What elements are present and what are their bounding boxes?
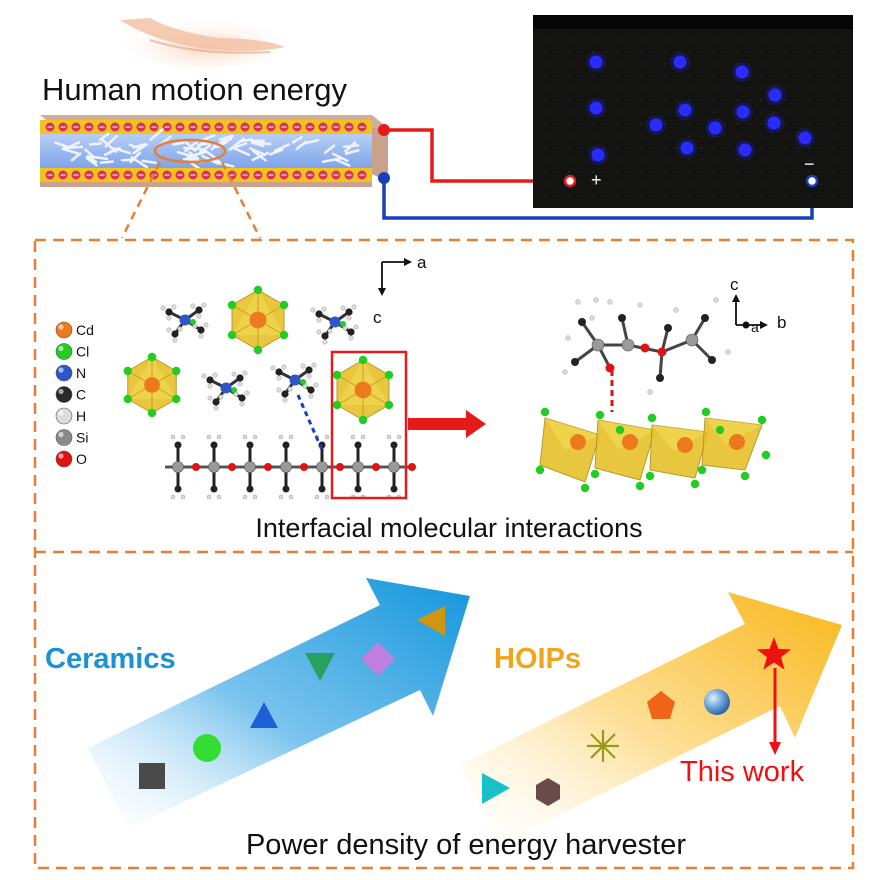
circle-marker xyxy=(193,734,221,762)
axis-right-c-label: c xyxy=(730,275,739,294)
led-light xyxy=(678,103,692,117)
sphere-marker xyxy=(704,689,730,715)
legend-label-o: O xyxy=(76,451,87,467)
device-title: Human motion energy xyxy=(42,72,347,107)
right-crystal-structure xyxy=(535,297,771,493)
hoips-arrow xyxy=(460,592,842,845)
legend-label-c: C xyxy=(76,387,86,403)
led-light xyxy=(649,118,663,132)
legend-label-n: N xyxy=(76,365,86,381)
zoom-region-marker xyxy=(153,138,227,164)
bottom-electrode-dipoles xyxy=(45,170,367,180)
pentagon-marker xyxy=(647,691,675,719)
legend-atom-cl xyxy=(55,343,73,360)
this-work-label: This work xyxy=(680,756,805,788)
ceramics-markers xyxy=(139,606,445,789)
led-light xyxy=(589,101,603,115)
tma-cation xyxy=(329,316,341,328)
square-marker xyxy=(139,763,165,789)
negative-terminal-label: − xyxy=(804,154,815,174)
hoips-label: HOIPs xyxy=(494,643,581,675)
zoom-arrow xyxy=(408,410,486,438)
legend-atom-n xyxy=(55,364,73,382)
led-light xyxy=(708,121,722,135)
hydrogen-bond xyxy=(296,394,324,451)
led-light xyxy=(735,65,749,79)
led-light xyxy=(738,143,752,157)
tma-cation xyxy=(289,374,301,386)
led-light xyxy=(591,148,605,162)
legend-atom-si xyxy=(55,429,73,446)
led-light xyxy=(736,105,750,119)
top-electrode-dipoles xyxy=(45,122,367,132)
legend-label-h: H xyxy=(76,408,86,424)
led-array-photo xyxy=(533,15,853,208)
nanowire-fillers xyxy=(54,128,360,172)
legend-label-cd: Cd xyxy=(76,322,94,338)
led-light xyxy=(589,55,603,69)
led-light xyxy=(798,131,812,145)
legend-label-cl: Cl xyxy=(76,344,89,360)
led-light xyxy=(768,88,782,102)
zoom-frame xyxy=(33,238,855,870)
ceramics-arrow xyxy=(88,578,470,828)
axis-indicator-left xyxy=(378,258,412,296)
interaction-highlight-box xyxy=(330,350,408,500)
triangle-marker xyxy=(250,702,278,728)
axis-indicator-right xyxy=(732,294,768,329)
ceramics-label: Ceramics xyxy=(45,643,176,675)
led-light xyxy=(673,55,687,69)
diamond-marker xyxy=(361,642,395,676)
device-illustration xyxy=(40,16,814,239)
legend-atom-h xyxy=(55,407,73,425)
legend-atom-c xyxy=(55,386,73,403)
asterisk-marker xyxy=(587,730,619,762)
hand-image xyxy=(120,16,285,68)
positive-terminal-label: + xyxy=(591,170,602,190)
left-triangle-marker xyxy=(417,606,445,636)
axis-right-a-label: a xyxy=(751,319,759,335)
led-light xyxy=(680,141,694,155)
legend-atom-o xyxy=(55,450,73,468)
axis-left-a-label: a xyxy=(417,253,427,272)
legend-atom-cd xyxy=(55,321,73,339)
tma-cation xyxy=(220,382,232,394)
bottom-caption: Power density of energy harvester xyxy=(246,829,686,861)
star-marker xyxy=(756,637,792,670)
tma-cation xyxy=(179,314,191,326)
right-triangle-marker xyxy=(482,773,510,804)
axis-right-b-label: b xyxy=(777,313,786,332)
down-triangle-marker xyxy=(305,653,335,681)
led-light xyxy=(767,116,781,130)
positive-wire xyxy=(384,128,570,183)
hoips-markers xyxy=(482,637,792,806)
middle-caption: Interfacial molecular interactions xyxy=(255,513,642,543)
left-crystal-structure xyxy=(123,285,416,500)
axis-left-c-label: c xyxy=(373,308,382,327)
hexagon-marker xyxy=(536,778,560,806)
legend-label-si: Si xyxy=(76,430,88,446)
